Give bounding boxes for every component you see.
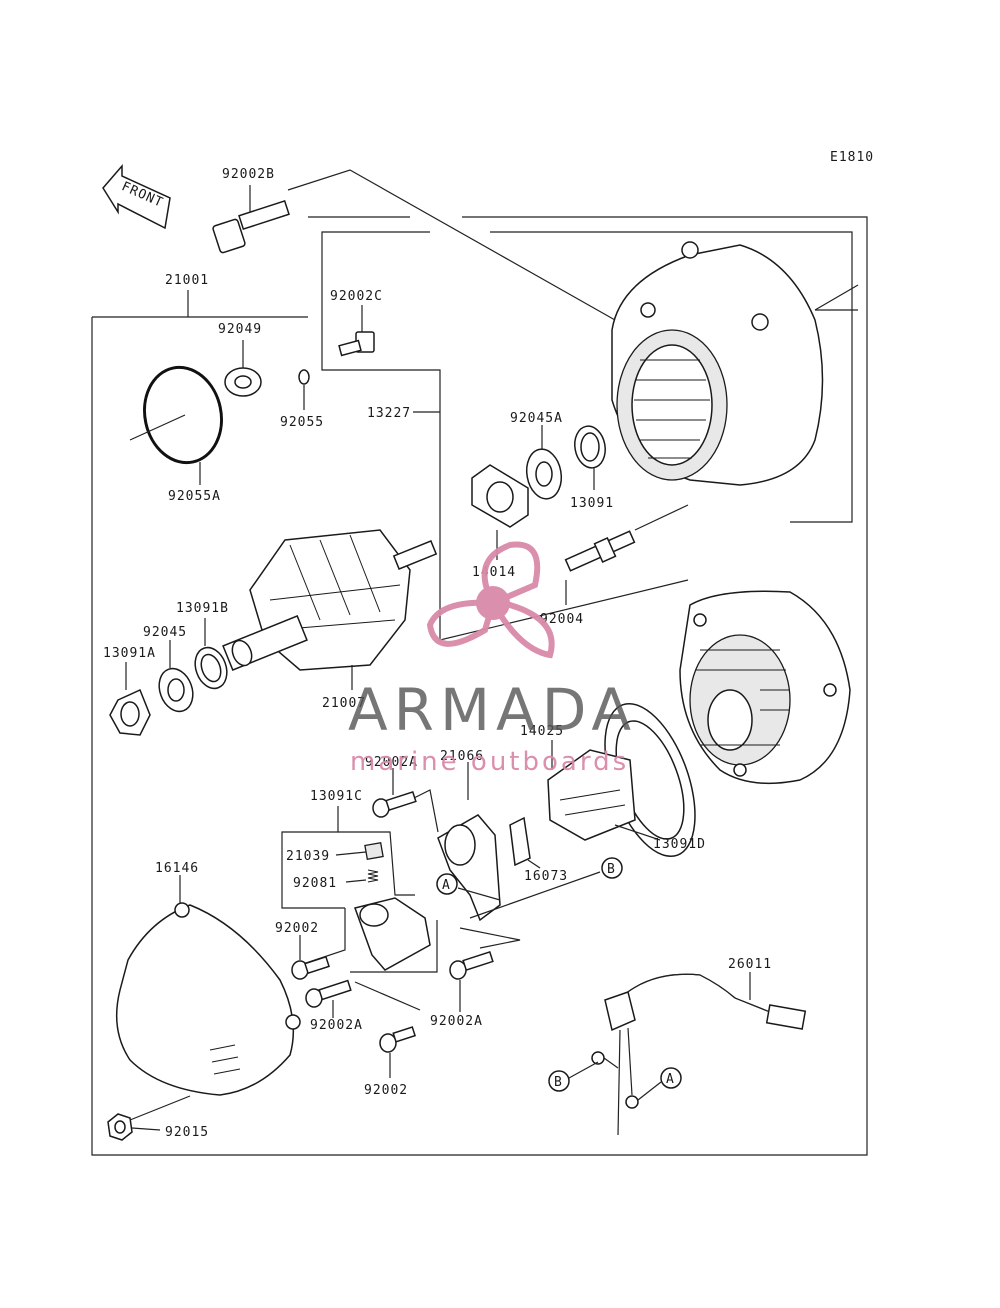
bearing-92045A <box>525 425 563 500</box>
svg-text:A: A <box>442 878 451 893</box>
seal-13091B <box>194 618 228 690</box>
label-21007: 21007 <box>322 696 366 711</box>
callout-b-upper: B <box>601 857 623 879</box>
label-92015: 92015 <box>165 1125 209 1140</box>
cover-16146 <box>115 875 301 1096</box>
bearing-92049 <box>224 340 262 397</box>
regulator-assembly <box>547 702 696 858</box>
label-13091: 13091 <box>570 496 614 511</box>
screw-92002-bottom <box>379 1026 417 1078</box>
label-14014: 14014 <box>472 565 516 580</box>
callout-a-upper: A <box>436 873 458 895</box>
screw-92002-left <box>291 935 330 980</box>
brush-holder-21066 <box>409 762 501 922</box>
label-92002A-lower-left: 92002A <box>310 1018 363 1033</box>
label-92045A: 92045A <box>510 411 563 426</box>
label-92049: 92049 <box>218 322 262 337</box>
callout-b-lower: B <box>548 1070 570 1092</box>
svg-text:B: B <box>607 862 616 877</box>
label-13227: 13227 <box>367 406 411 421</box>
label-21001: 21001 <box>165 273 209 288</box>
bearing-92045 <box>158 640 194 713</box>
propeller-logo-icon <box>426 541 555 659</box>
seal-13091 <box>574 425 606 490</box>
rotor-21007 <box>222 529 438 690</box>
stud-92004 <box>564 504 689 605</box>
label-13091C: 13091C <box>310 789 363 804</box>
armada-watermark: ARMADA marine outboards <box>348 541 637 777</box>
label-21039: 21039 <box>286 849 330 864</box>
nut-92015 <box>107 1095 191 1141</box>
screw-92002A-center <box>449 950 494 1012</box>
spring-92081 <box>345 869 379 883</box>
callout-a-lower: A <box>660 1067 682 1089</box>
label-92045: 92045 <box>143 625 187 640</box>
svg-text:B: B <box>554 1075 563 1090</box>
label-92002A-center: 92002A <box>430 1014 483 1029</box>
label-92055: 92055 <box>280 415 324 430</box>
front-arrow-icon: FRONT <box>102 163 171 230</box>
svg-text:A: A <box>666 1072 675 1087</box>
screw-92002A-upper <box>372 768 417 818</box>
screw-92002A-lower-left <box>305 979 352 1018</box>
bolt-92002B <box>212 185 290 254</box>
label-92081: 92081 <box>293 876 337 891</box>
diagram-code: E1810 <box>830 150 874 165</box>
screw-92002C <box>338 305 375 357</box>
label-92004: 92004 <box>540 612 584 627</box>
label-92055A: 92055A <box>168 489 221 504</box>
label-92002A-upper: 92002A <box>365 755 418 770</box>
brush-base <box>299 897 438 973</box>
watermark-brand: ARMADA <box>348 676 637 744</box>
label-26011: 26011 <box>728 957 772 972</box>
label-16146: 16146 <box>155 861 199 876</box>
label-14025: 14025 <box>520 724 564 739</box>
retainer-plate <box>471 464 529 528</box>
alternator-housing <box>611 241 859 486</box>
oring-92055A <box>129 365 223 485</box>
label-92002-bottom: 92002 <box>364 1083 408 1098</box>
nut-13091A <box>109 662 151 736</box>
label-13091B: 13091B <box>176 601 229 616</box>
label-92002C: 92002C <box>330 289 383 304</box>
label-21066: 21066 <box>440 749 484 764</box>
label-92002B: 92002B <box>222 167 275 182</box>
rear-housing <box>679 590 851 785</box>
brush-21039 <box>335 841 384 861</box>
watermark-tagline: marine outboards <box>350 747 629 777</box>
label-13091A: 13091A <box>103 646 156 661</box>
wiring-harness-26011 <box>591 972 807 1136</box>
label-16073: 16073 <box>524 869 568 884</box>
label-13091D: 13091D <box>653 837 706 852</box>
oring-92055 <box>298 369 310 410</box>
part-16073 <box>509 816 541 869</box>
label-92002-left: 92002 <box>275 921 319 936</box>
